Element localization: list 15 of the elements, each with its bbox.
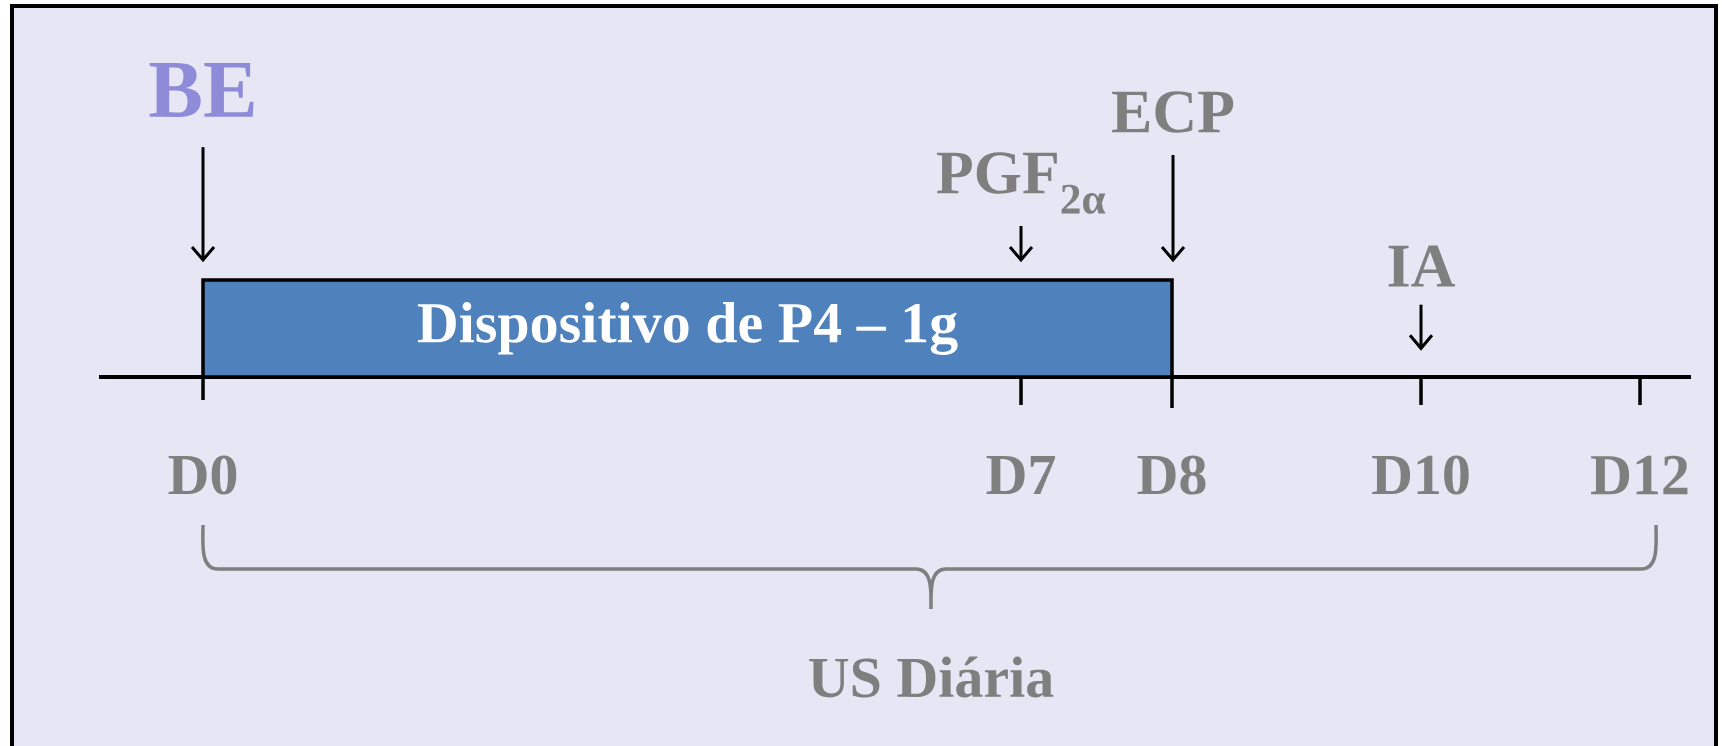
marker-label: PGF$_{2α}$ bbox=[936, 152, 1106, 214]
arrow bbox=[1408, 304, 1434, 351]
day-label: D10 bbox=[1372, 455, 1469, 495]
day-label: D0 bbox=[168, 455, 237, 495]
marker-label: ECP bbox=[1112, 91, 1234, 133]
brace-label: US Diária bbox=[809, 656, 1054, 698]
device-box: Dispositivo de P4 – 1g bbox=[201, 278, 1174, 379]
day-label: D7 bbox=[986, 455, 1056, 495]
arrow bbox=[190, 147, 216, 263]
marker-label: BE bbox=[149, 63, 254, 117]
day-label: D8 bbox=[1137, 455, 1206, 495]
arrow bbox=[1008, 226, 1034, 263]
day-label: D12 bbox=[1591, 455, 1688, 495]
arrow bbox=[1160, 155, 1186, 263]
marker-label: IA bbox=[1388, 245, 1455, 287]
